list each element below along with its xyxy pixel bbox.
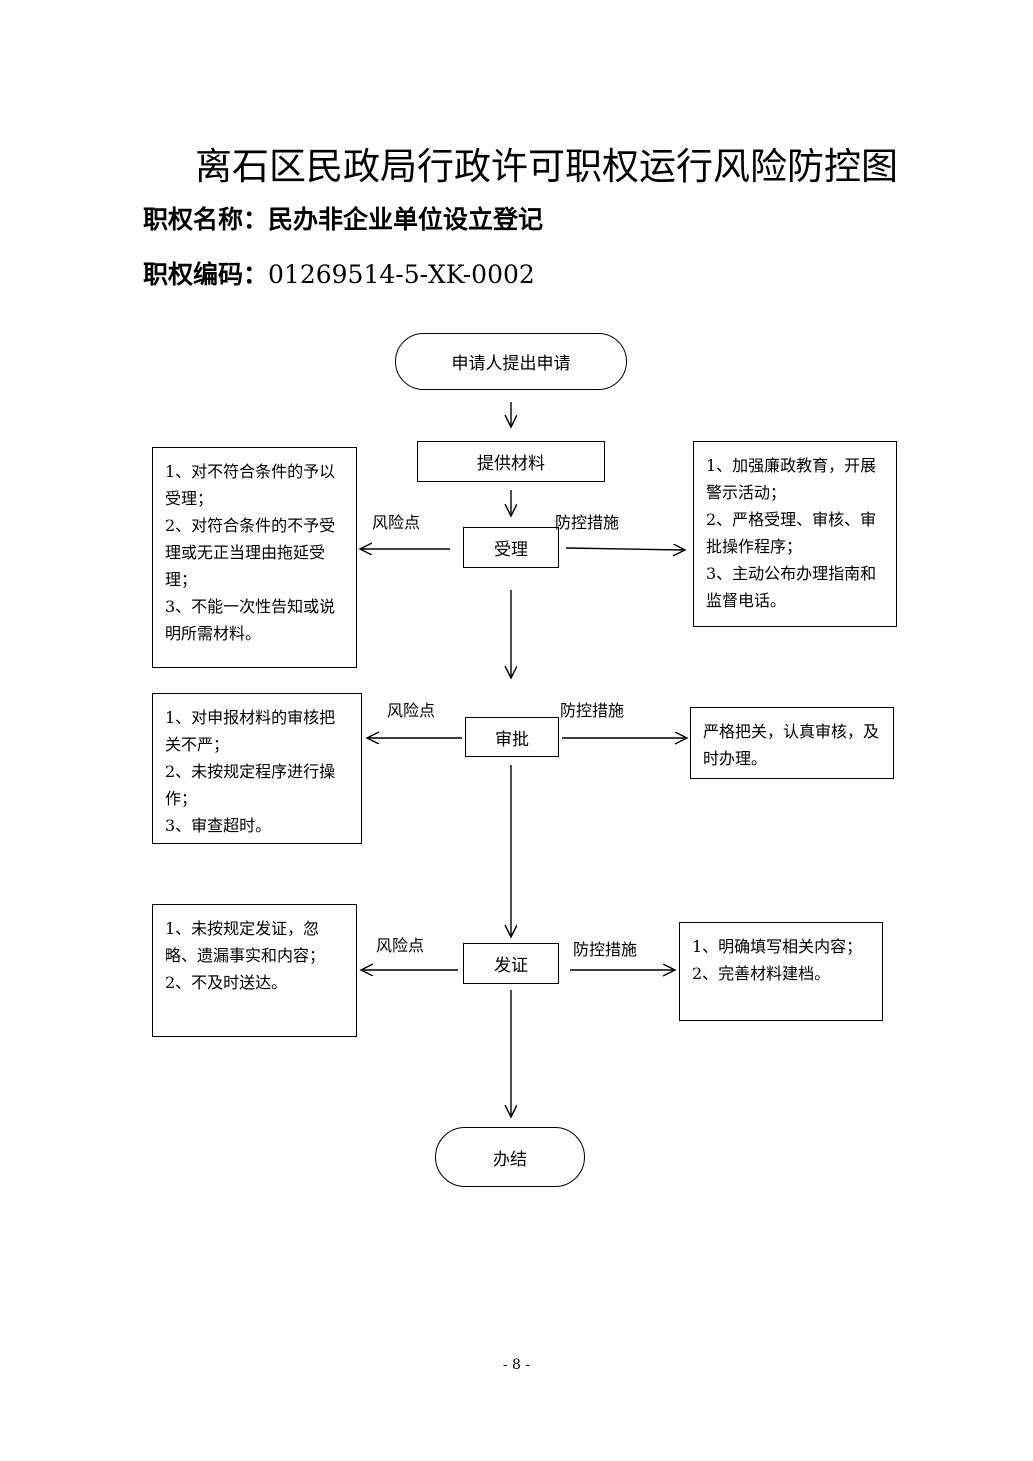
accept-measure-item: 1、加强廉政教育，开展警示活动；	[706, 456, 877, 502]
approve-measure-box: 严格把关，认真审核，及时办理。	[690, 707, 894, 779]
materials-node: 提供材料	[417, 441, 605, 482]
issue-risk-item: 1、未按规定发证，忽略、遗漏事实和内容；	[165, 919, 326, 965]
risk-point-label: 风险点	[376, 936, 425, 955]
power-name-line: 职权名称：民办非企业单位设立登记	[143, 200, 543, 236]
accept-measure-item: 2、严格受理、审核、审批操作程序；	[706, 510, 877, 556]
approve-risk-box: 1、对申报材料的审核把关不严； 2、未按规定程序进行操作； 3、审查超时。	[152, 693, 362, 844]
approve-risk-item: 3、审查超时。	[165, 816, 272, 835]
arrow-accept-measure	[565, 548, 684, 550]
accept-measure-box: 1、加强廉政教育，开展警示活动； 2、严格受理、审核、审批操作程序； 3、主动公…	[693, 441, 897, 627]
power-code-line: 职权编码：01269514-5-XK-0002	[143, 255, 535, 291]
control-measure-label: 防控措施	[560, 701, 625, 720]
issue-node: 发证	[463, 943, 559, 984]
issue-measure-item: 1、明确填写相关内容；	[692, 937, 863, 956]
page-number: - 8 -	[502, 1357, 531, 1373]
power-code-label: 职权编码：	[143, 260, 269, 289]
approve-risk-item: 2、未按规定程序进行操作；	[165, 762, 336, 808]
power-name: 民办非企业单位设立登记	[268, 205, 544, 234]
accept-risk-item: 3、不能一次性告知或说明所需材料。	[165, 597, 336, 643]
accept-risk-item: 2、对符合条件的不予受理或无正当理由拖延受理；	[165, 516, 336, 589]
power-code: 01269514-5-XK-0002	[268, 260, 535, 289]
accept-risk-item: 1、对不符合条件的予以受理；	[165, 462, 336, 508]
start-node: 申请人提出申请	[395, 333, 627, 390]
accept-measure-item: 3、主动公布办理指南和监督电话。	[706, 564, 877, 610]
risk-point-label: 风险点	[387, 701, 436, 720]
issue-risk-box: 1、未按规定发证，忽略、遗漏事实和内容； 2、不及时送达。	[152, 904, 357, 1037]
accept-risk-box: 1、对不符合条件的予以受理； 2、对符合条件的不予受理或无正当理由拖延受理； 3…	[152, 447, 357, 668]
issue-risk-item: 2、不及时送达。	[165, 973, 288, 992]
control-measure-label: 防控措施	[573, 940, 638, 959]
risk-point-label: 风险点	[372, 513, 421, 532]
power-name-label: 职权名称：	[143, 205, 269, 234]
approve-node: 审批	[465, 717, 559, 757]
issue-measure-box: 1、明确填写相关内容； 2、完善材料建档。	[679, 922, 883, 1021]
end-node: 办结	[435, 1127, 585, 1187]
issue-measure-item: 2、完善材料建档。	[692, 964, 831, 983]
control-measure-label: 防控措施	[555, 513, 620, 532]
approve-measure-item: 严格把关，认真审核，及时办理。	[703, 722, 880, 768]
accept-node: 受理	[463, 527, 559, 568]
approve-risk-item: 1、对申报材料的审核把关不严；	[165, 708, 336, 754]
page-title: 离石区民政局行政许可职权运行风险防控图	[195, 145, 898, 188]
